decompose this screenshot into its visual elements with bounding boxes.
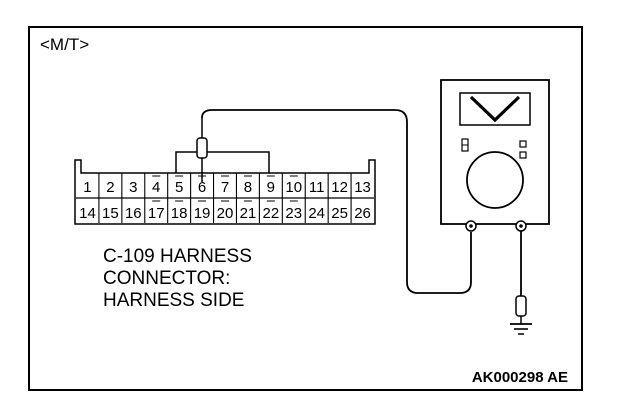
diagram-frame: [28, 26, 583, 391]
figure-code: AK000298 AE: [472, 369, 568, 386]
pin-20: 20: [217, 205, 234, 222]
pin-dividers: [98, 173, 352, 223]
pin-15: 15: [102, 205, 119, 222]
pin-22: 22: [263, 205, 280, 222]
pin-12: 12: [331, 179, 348, 196]
pin-25: 25: [331, 205, 348, 222]
pin-11: 11: [309, 179, 325, 196]
multimeter: V: [440, 79, 550, 232]
pin-18: 18: [171, 205, 188, 222]
connector-outline: [74, 159, 376, 225]
connector-label-line-3: HARNESS SIDE: [103, 290, 244, 311]
connector-label-line-2: CONNECTOR:: [103, 268, 230, 289]
pin-16: 16: [125, 205, 142, 222]
pin-26: 26: [354, 205, 371, 222]
connector-label-line-1: C-109 HARNESS: [103, 246, 252, 267]
pin-24: 24: [308, 205, 325, 222]
meter-range-marker-right-2: [519, 151, 527, 159]
pin-7: 7: [221, 179, 229, 196]
connector-latch: [175, 151, 270, 173]
pin-2: 2: [106, 179, 114, 196]
pin-13: 13: [354, 179, 371, 196]
pin-17: 17: [148, 205, 165, 222]
pin-23: 23: [285, 205, 302, 222]
pin-8: 8: [244, 179, 252, 196]
pin-5: 5: [175, 179, 183, 196]
pin-14: 14: [79, 205, 96, 222]
pin-3: 3: [129, 179, 137, 196]
voltmeter-v-icon: [469, 95, 521, 123]
ground-lead: [510, 231, 532, 335]
probe-pin-6: [196, 118, 208, 182]
pin-4: 4: [152, 179, 160, 196]
pin-19: 19: [194, 205, 211, 222]
probe-body: [196, 137, 208, 159]
pin-10: 10: [285, 179, 302, 196]
probe-lead-wire: [201, 109, 472, 294]
meter-dial: [466, 151, 524, 209]
pin-21: 21: [240, 205, 257, 222]
variant-label: <M/T>: [40, 35, 89, 54]
pin-1: 1: [83, 179, 91, 196]
pin-6: 6: [198, 179, 206, 196]
ground-probe-body: [515, 295, 527, 317]
pin-9: 9: [267, 179, 275, 196]
meter-range-marker-right-1: [519, 140, 527, 148]
